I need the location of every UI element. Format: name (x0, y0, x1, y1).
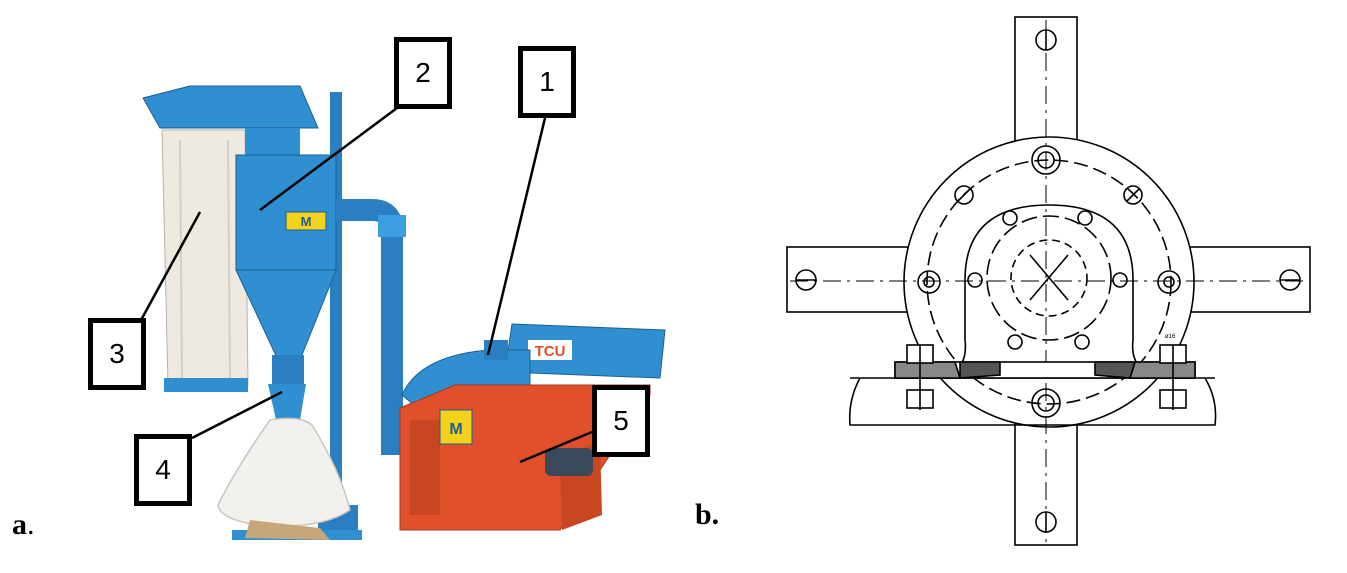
leader-3 (138, 211, 202, 323)
callout-1: 1 (518, 46, 576, 118)
panel-a-label: a. (12, 508, 35, 541)
anchor-bolt-left (906, 344, 934, 410)
callout-2: 2 (394, 37, 452, 109)
drawing-tiny-mark: ø16 (1165, 334, 1176, 340)
guard-badge-text: M (449, 421, 462, 438)
hatch-right (1128, 361, 1196, 379)
cyclone-discharge (272, 355, 304, 385)
ring-bolt-holes (917, 145, 1181, 418)
filter-top-frame (142, 85, 319, 129)
bolt-circle (926, 159, 1172, 405)
leader-4 (191, 390, 283, 440)
cardboard (245, 520, 330, 540)
shaft-circle (1010, 239, 1088, 317)
leader-lines (138, 106, 593, 464)
panel-b-label: b. (695, 498, 720, 531)
discharge-spout (268, 384, 306, 420)
machine-illustration: M TCU M (142, 85, 666, 540)
brand-plate (528, 340, 572, 360)
collection-sack (217, 417, 351, 527)
anchor-bolt-right (1159, 344, 1187, 410)
housing-inner-circle (986, 215, 1112, 341)
technical-drawing: ø16 (786, 16, 1311, 546)
cyclone-cone (235, 269, 337, 361)
filter-bag (161, 129, 249, 392)
connecting-hose (336, 199, 403, 455)
guard-badge (439, 409, 473, 445)
leader-1 (486, 117, 547, 356)
cyclone-outlet (245, 128, 300, 158)
callout-3: 3 (88, 318, 146, 390)
leader-2 (259, 106, 398, 212)
leader-5 (519, 430, 593, 464)
brand-plate-text: TCU (535, 343, 566, 360)
hatch-left (894, 361, 962, 379)
motor (545, 448, 593, 476)
callout-4: 4 (134, 434, 192, 506)
callout-5: 5 (592, 385, 650, 457)
cyclone-badge-text: M (301, 214, 312, 229)
cyclone-badge (285, 211, 327, 231)
bag-clamp (164, 378, 248, 392)
